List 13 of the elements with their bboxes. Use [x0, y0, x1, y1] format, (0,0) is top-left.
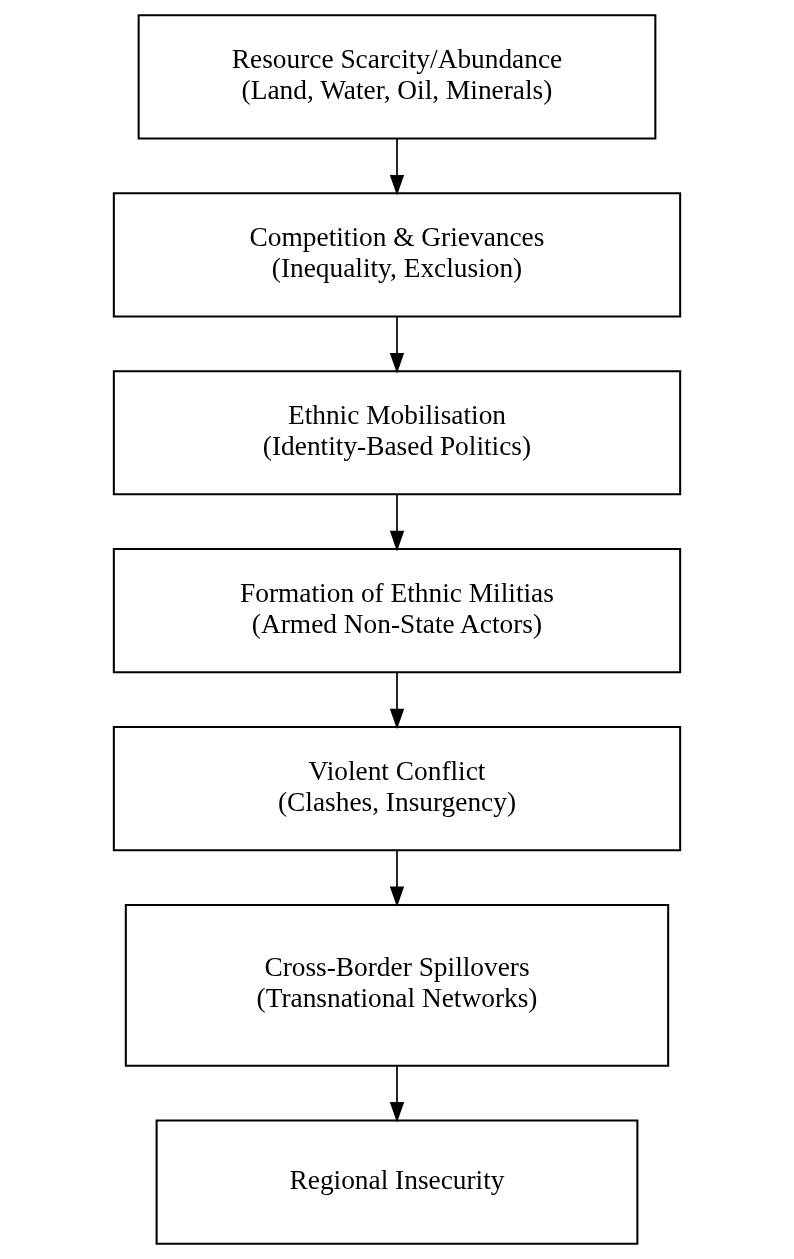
node-box: Violent Conflict (Clashes, Insurgency) [112, 726, 682, 852]
node-box: Resource Scarcity/Abundance (Land, Water, Oil, Minerals) [137, 14, 657, 140]
arrow [389, 315, 405, 374]
arrow [389, 849, 405, 907]
node-box: Formation of Ethnic Militias (Armed Non-State Actors) [112, 548, 682, 674]
node-box: Ethnic Mobilisation (Identity-Based Politics) [112, 370, 682, 496]
node-box: Regional Insecurity [155, 1119, 639, 1245]
arrow [389, 671, 405, 730]
node-box: Competition & Grievances (Inequality, Exclusion) [112, 192, 682, 318]
arrow [389, 137, 405, 196]
node-box: Cross-Border Spillovers (Transnational Networks) [124, 903, 670, 1067]
arrow [389, 1065, 405, 1123]
arrow [389, 493, 405, 552]
